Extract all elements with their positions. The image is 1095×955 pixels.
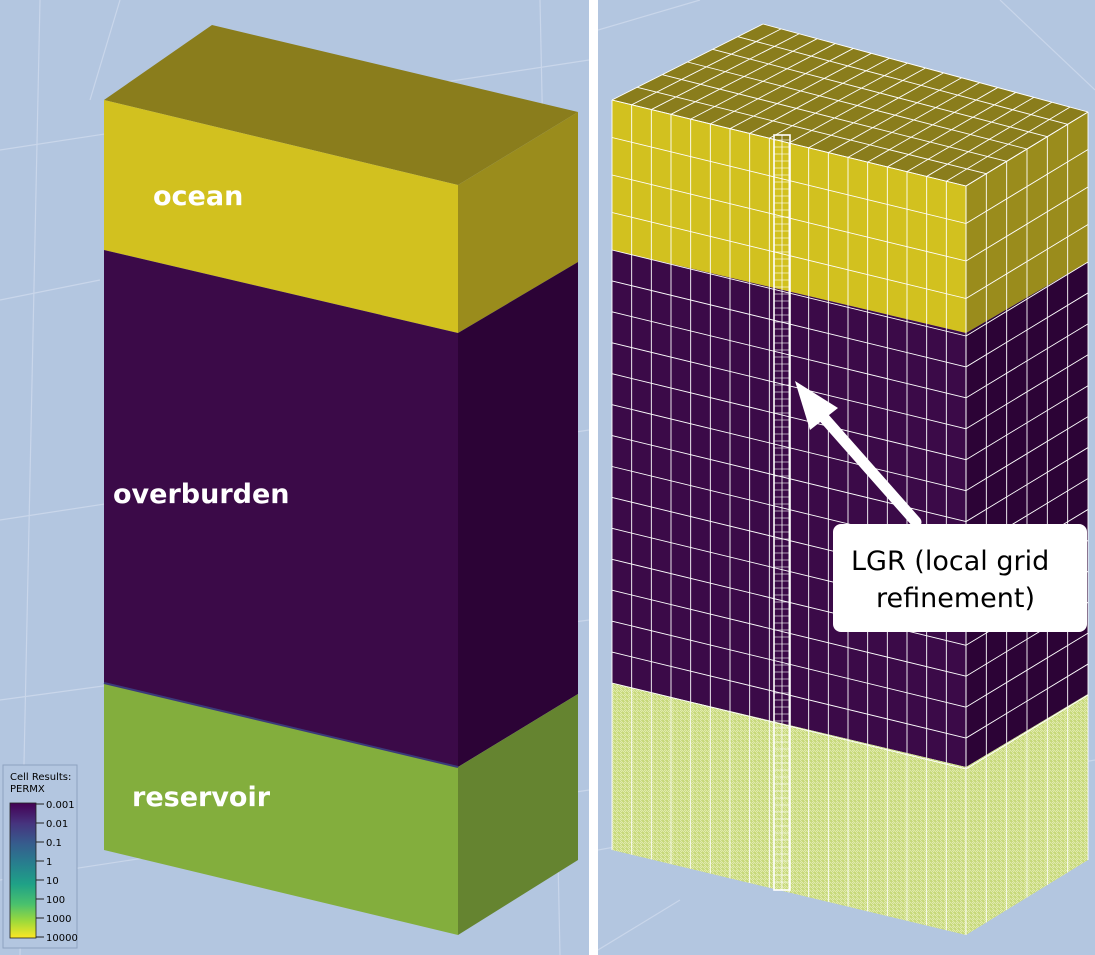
ocean-side-face [458,112,578,333]
legend-tick-label: 1000 [46,914,71,925]
grid-line [965,224,1089,299]
grid-line [662,74,1007,162]
ocean-front-face [104,100,458,333]
ocean-top-face [104,25,578,185]
legend-colorbar [9,802,37,939]
grid-line [611,651,967,739]
legend-tick-label: 0.01 [46,819,68,830]
ocean-layer[interactable] [104,25,578,333]
grid-line [965,385,1089,461]
legend-tick-label: 1 [46,857,52,868]
legend-tick-label: 100 [46,895,65,906]
grid-line [965,694,1089,770]
grid-line [611,174,967,262]
grid-line [611,589,967,677]
left-viewport[interactable]: ocean overburden reservoir Cell Results:… [0,0,589,955]
legend-ticks: 0.001 0.01 0.1 1 10 100 1000 10000 [36,800,78,944]
reservoir-layer[interactable] [103,682,578,935]
grid-line [611,212,967,299]
ocean-label: ocean [153,181,243,212]
overburden-layer[interactable] [104,250,578,767]
layer-boundary [103,682,459,768]
panel-divider [589,0,598,955]
grid-line [712,48,1048,138]
grid-line [965,663,1089,739]
grid-line [611,404,967,492]
grid-line [687,61,1028,150]
grid-line [965,149,1089,224]
callout-arrow [795,381,922,528]
legend-tick-label: 10 [46,876,59,887]
grid-line [611,620,967,708]
legend-tick-label: 0.001 [46,800,75,811]
lgr-column [773,134,791,891]
grid-line [965,261,1089,337]
callout-box [833,524,1087,632]
grid-line [965,323,1089,399]
refined-overburden-layer[interactable] [612,250,1088,767]
legend-tick-label: 10000 [46,933,78,944]
grid-line [965,354,1089,430]
grid-line [965,416,1089,492]
legend-title-line2: PERMX [10,784,45,795]
grid-line [611,99,967,187]
callout-line1: LGR (local grid [851,546,1049,577]
grid-line [611,342,967,430]
callout-line2: refinement) [876,583,1035,614]
legend-title-line1: Cell Results: [10,772,71,783]
grid-line [611,311,967,399]
grid-line [965,632,1089,708]
overburden-front-face [104,250,458,767]
grid-line [637,86,987,175]
right-viewport[interactable]: LGR (local grid refinement) [598,0,1095,955]
lgr-callout: LGR (local grid refinement) [833,524,1087,632]
reservoir-side-face [458,694,578,935]
grid-line [611,249,967,337]
color-legend: Cell Results: PERMX 0.001 0.01 0.1 1 10 100 10… [2,764,78,949]
grid-line [611,280,967,368]
grid-line [611,682,967,770]
refined-ocean-top-face [612,24,1088,186]
legend-tick-label: 0.1 [46,838,62,849]
grid-line [965,447,1089,522]
grid-line [965,186,1089,262]
grid-line [762,23,1089,113]
grid-line [737,36,1068,125]
overburden-label: overburden [113,479,290,510]
grid-line [611,137,967,224]
grid-line [965,292,1089,368]
cell-grid-lines [611,23,1089,935]
overburden-side-face [458,262,578,767]
grid-line [611,373,967,461]
reservoir-label: reservoir [132,782,271,813]
